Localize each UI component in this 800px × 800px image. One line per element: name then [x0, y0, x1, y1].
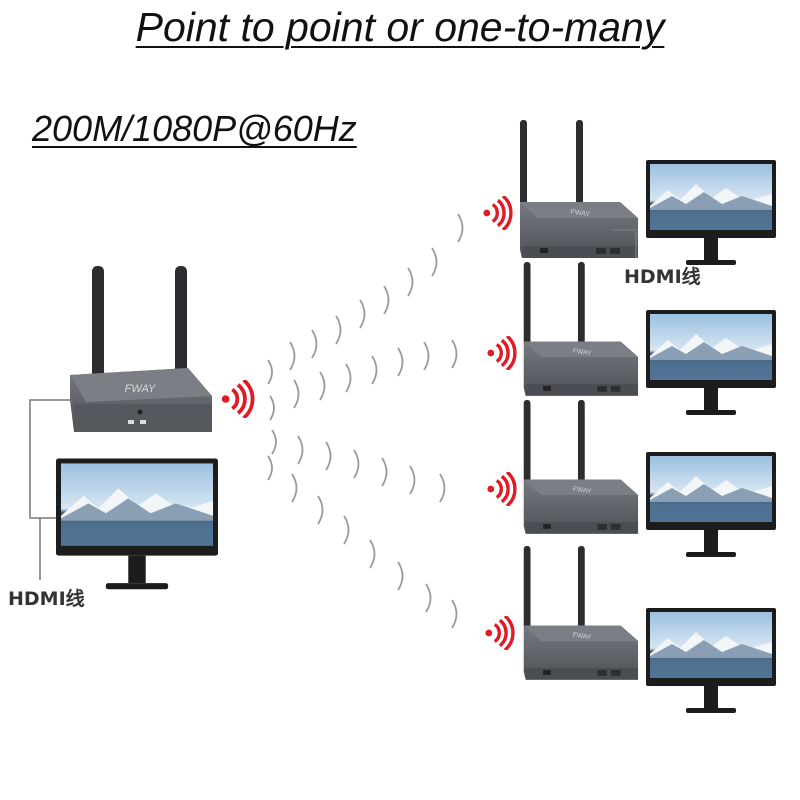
hdmi-cable-label-transmitter: HDMI线	[8, 588, 85, 610]
receiver-1	[481, 120, 776, 265]
transmitter-antenna-icon	[92, 266, 187, 381]
signal-waves-icon	[485, 336, 517, 370]
signal-waves-icon	[219, 380, 255, 418]
signal-waves-icon	[485, 472, 517, 506]
monitor-icon	[646, 310, 776, 415]
receiver-box	[520, 120, 638, 258]
receiver-4	[483, 546, 776, 713]
receiver-box	[523, 546, 639, 680]
receiver-box	[523, 262, 639, 396]
monitor-icon	[646, 160, 776, 265]
transmitter-box: FWAY	[70, 368, 212, 432]
page-title: Point to point or one-to-many	[135, 4, 665, 50]
receiver-box	[523, 400, 639, 534]
wave-arcs	[267, 213, 464, 629]
receiver-3	[485, 400, 776, 557]
monitor-icon	[56, 458, 218, 590]
monitor-icon	[646, 608, 776, 713]
hdmi-cable	[29, 399, 70, 519]
svg-text:FWAY: FWAY	[125, 383, 156, 395]
spec-label: 200M/1080P@60Hz	[32, 108, 357, 149]
signal-waves-icon	[483, 616, 515, 650]
signal-waves-icon	[481, 196, 513, 230]
hdmi-cable-label-receiver: HDMI线	[624, 266, 701, 288]
monitor-icon	[646, 452, 776, 557]
